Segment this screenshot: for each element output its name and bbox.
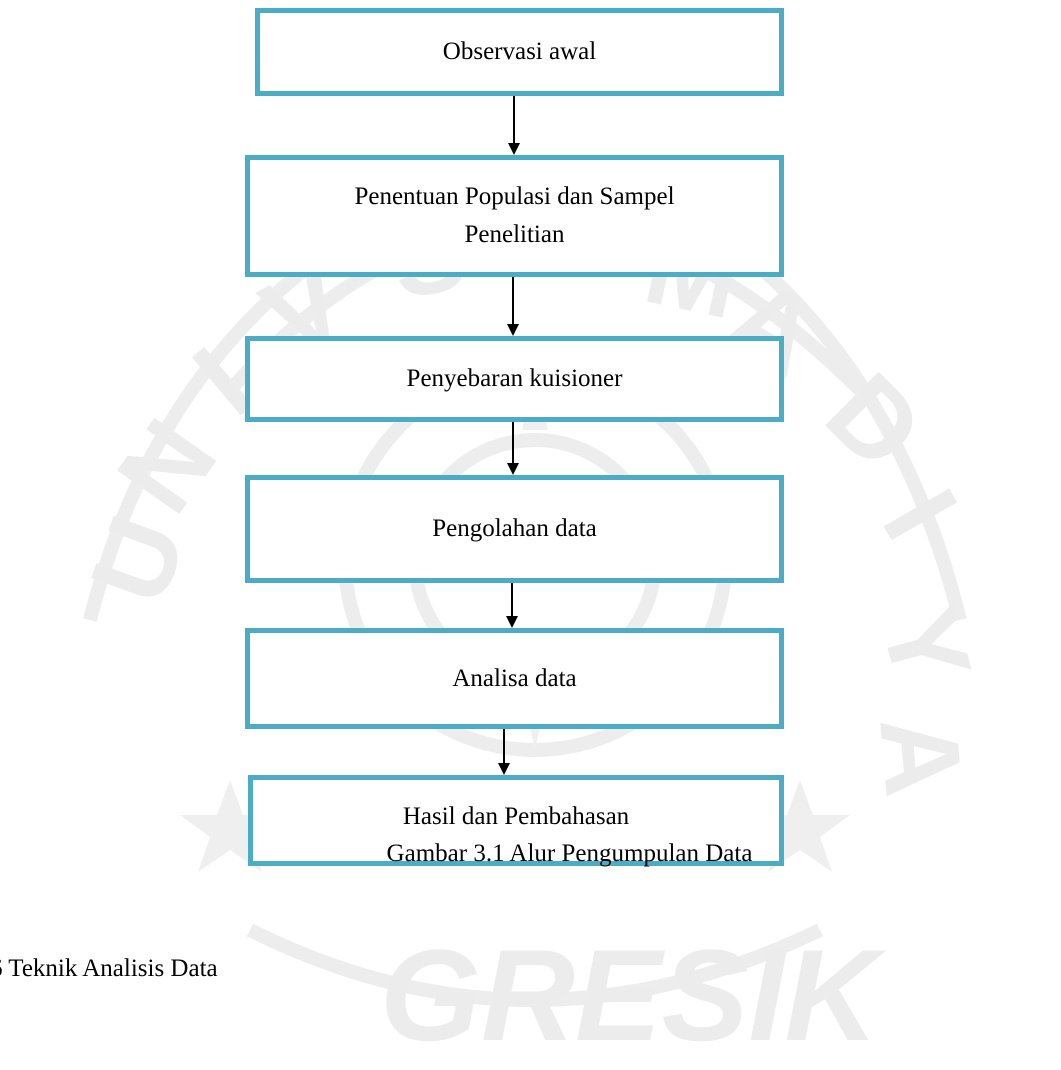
watermark-star-right-icon: [750, 780, 850, 872]
flow-arrow-3: [507, 422, 519, 475]
figure-caption: Gambar 3.1 Alur Pengumpulan Data: [386, 840, 753, 867]
flow-step-observasi-awal: Observasi awal: [255, 8, 784, 96]
section-heading: 6 Teknik Analisis Data: [0, 955, 218, 982]
flow-step-label-line2: Penelitian: [464, 221, 565, 248]
flow-step-penyebaran-kuisioner: Penyebaran kuisioner: [245, 336, 784, 422]
svg-text:D: D: [803, 350, 946, 493]
svg-text:A: A: [856, 711, 985, 801]
flow-step-label: Observasi awal: [442, 38, 597, 65]
flow-arrow-4: [506, 583, 518, 628]
flow-step-label: Pengolahan data: [432, 515, 597, 542]
flow-arrow-1: [508, 96, 520, 155]
flow-step-pengolahan-data: Pengolahan data: [245, 475, 784, 583]
flow-step-label: Analisa data: [452, 664, 577, 692]
flow-step-analisa-data: Analisa data: [245, 628, 784, 729]
flow-arrow-5: [498, 729, 510, 775]
watermark-star-left-icon: [180, 780, 280, 872]
svg-text:Y: Y: [857, 594, 995, 697]
flow-arrow-2: [507, 277, 519, 336]
svg-text:GRESIK: GRESIK: [380, 922, 887, 1068]
flow-step-hasil-pembahasan: Hasil dan Pembahasan: [248, 775, 784, 866]
flow-step-label: Hasil dan Pembahasan: [402, 803, 630, 830]
flow-step-penentuan-populasi: Penentuan Populasi dan Sampel Penelitian: [245, 155, 784, 277]
flow-step-label: Penyebaran kuisioner: [406, 365, 623, 392]
flow-step-label: Penentuan Populasi dan Sampel: [354, 183, 675, 210]
